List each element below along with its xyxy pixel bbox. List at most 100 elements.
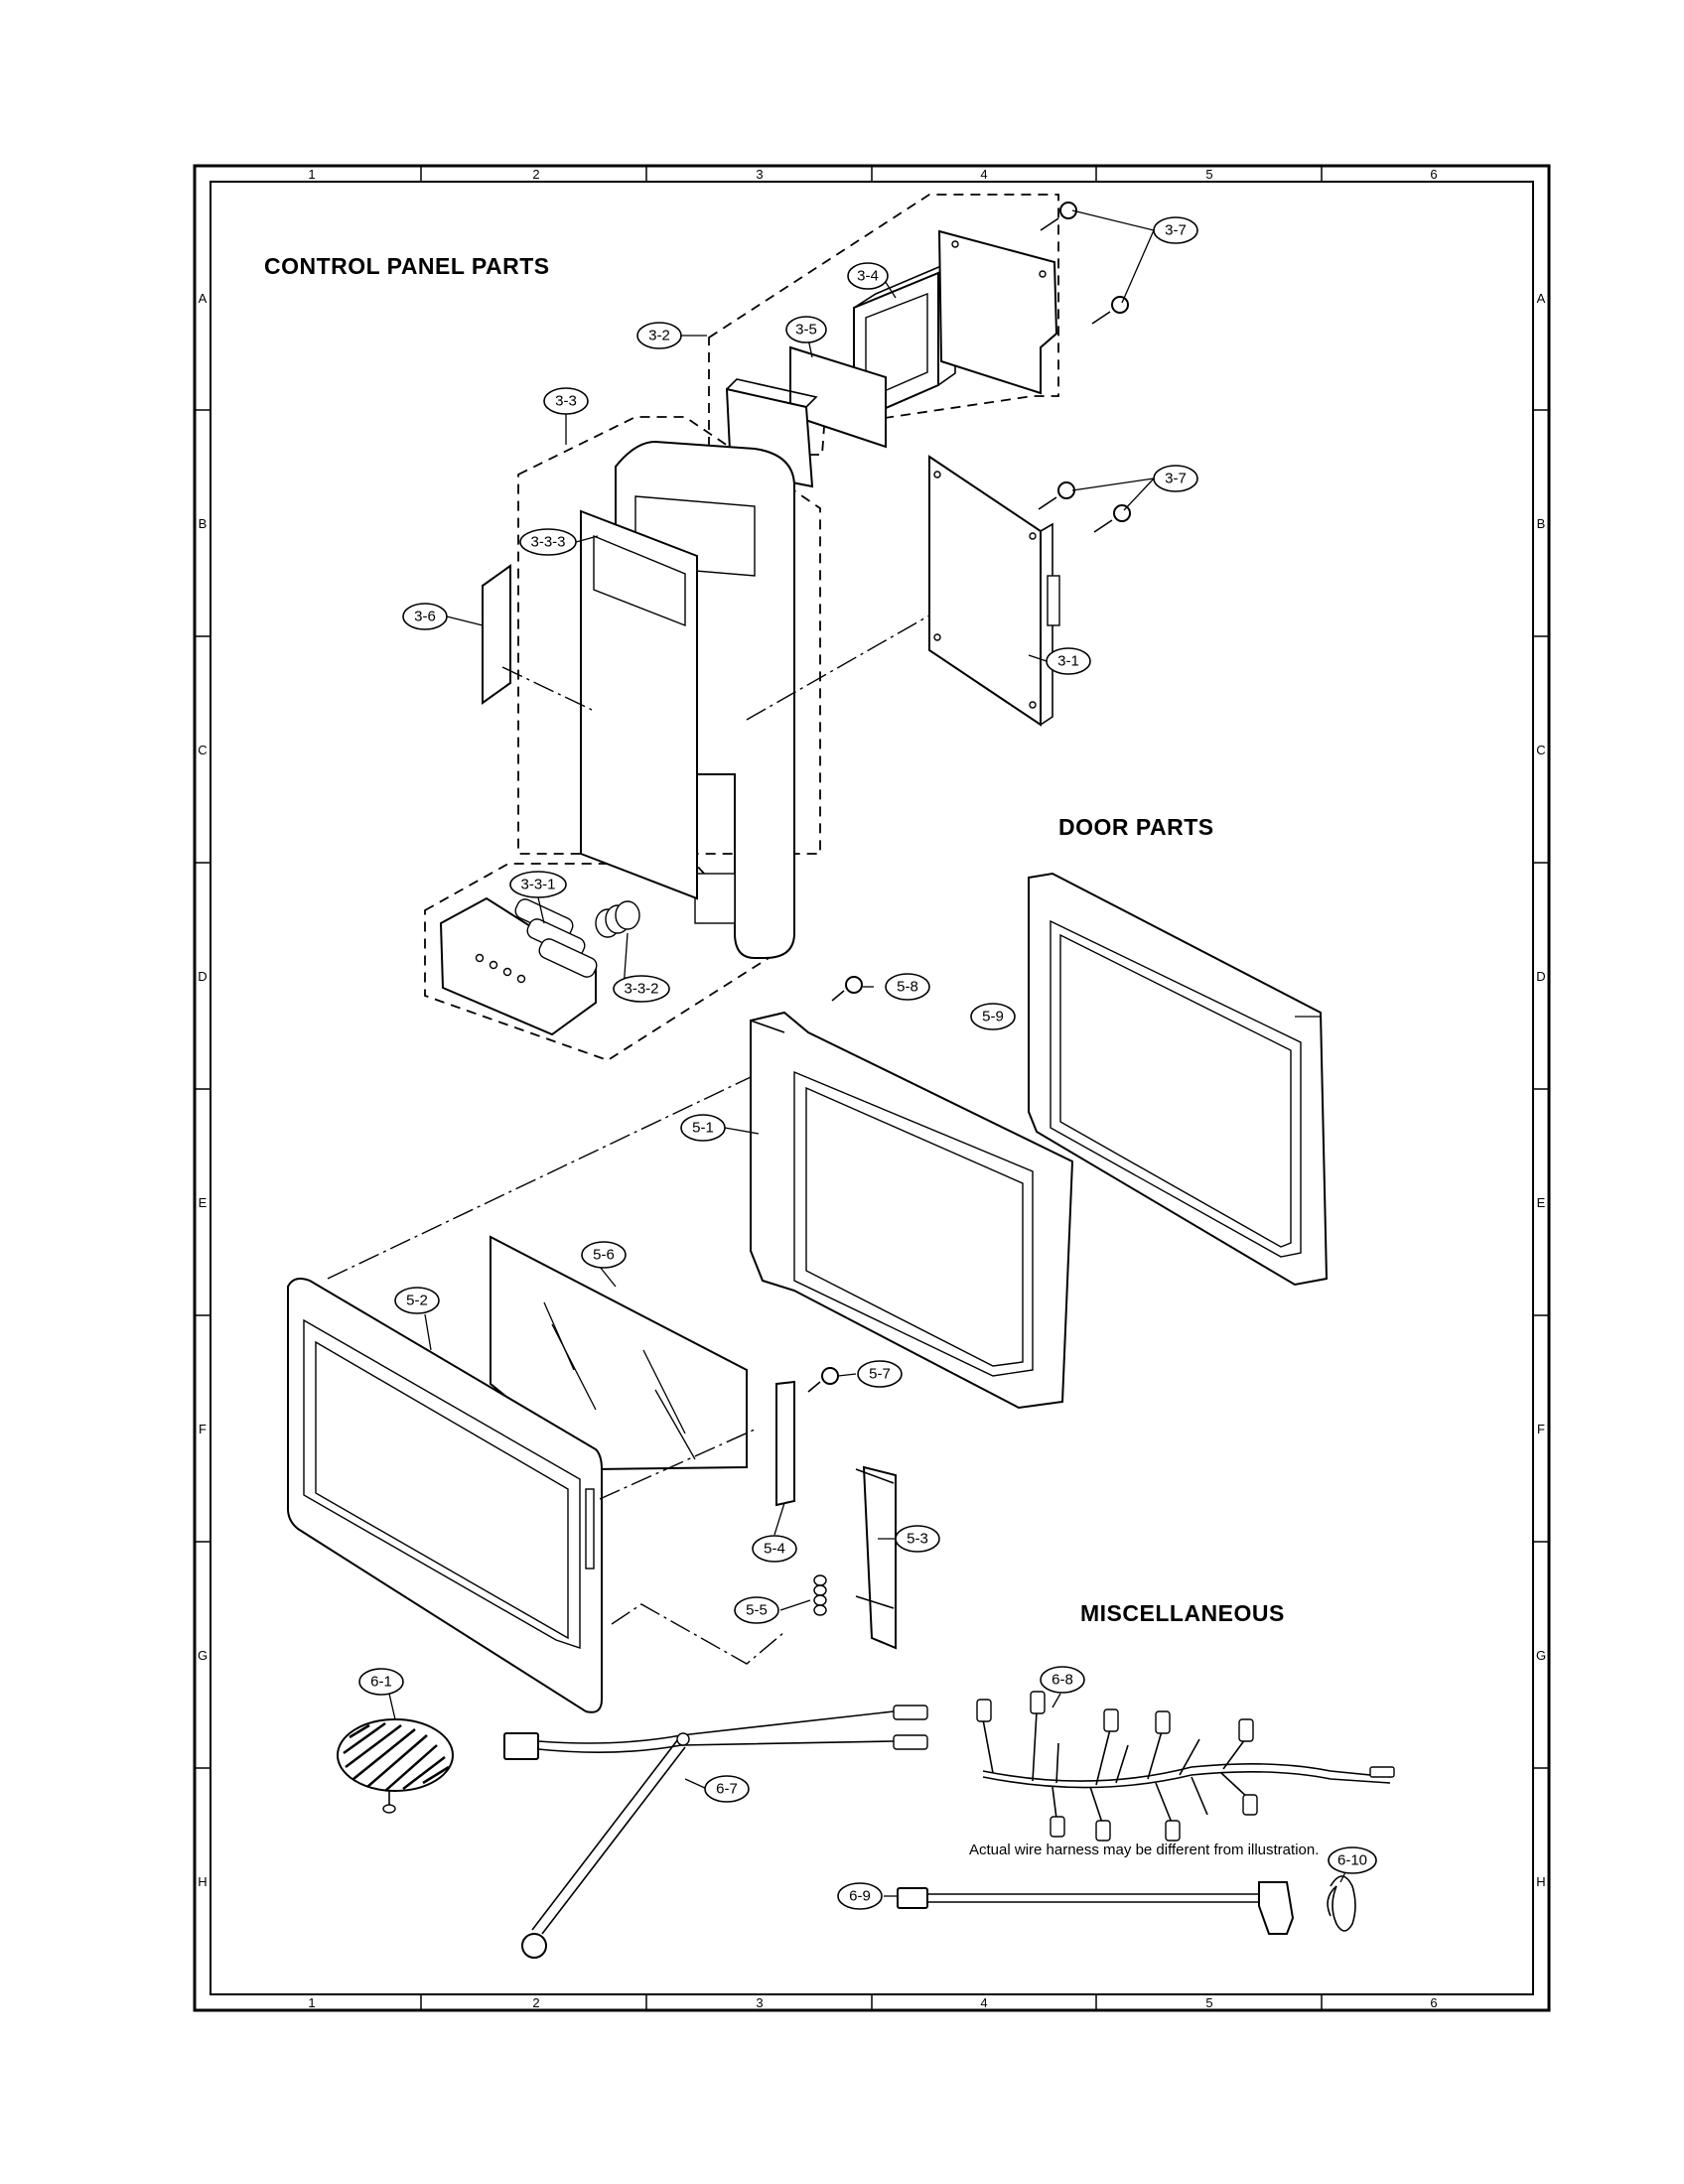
zone-row-d-left: D: [198, 969, 207, 984]
zone-row-b-right: B: [1537, 516, 1546, 531]
screw-3-7-a: [1040, 202, 1077, 231]
callout-6-10: 6-10: [1328, 1846, 1377, 1874]
part-3-1-control-board: [928, 455, 1060, 727]
zone-row-c-right: C: [1536, 743, 1545, 757]
zone-row-f-right: F: [1537, 1422, 1545, 1436]
callout-3-4: 3-4: [847, 262, 889, 290]
zone-col-1-bottom: 1: [308, 1995, 315, 2010]
zone-row-f-left: F: [199, 1422, 207, 1436]
svg-text:5-4: 5-4: [764, 1541, 785, 1558]
callout-3-5: 3-5: [785, 316, 827, 343]
drawing-frame: [193, 164, 1551, 2012]
callout-3-7-top: 3-7: [1153, 216, 1198, 244]
zone-col-5-top: 5: [1205, 167, 1212, 182]
zone-col-2-top: 2: [532, 167, 539, 182]
zone-col-1-top: 1: [308, 167, 315, 182]
part-6-10-clip: [1327, 1875, 1356, 1932]
part-5-3-latch-hook: [855, 1465, 897, 1650]
zone-row-g-left: G: [198, 1648, 208, 1663]
part-5-4-latch-plate: [775, 1380, 795, 1507]
harness-disclaimer: Actual wire harness may be different fro…: [969, 1842, 1319, 1858]
callout-6-9: 6-9: [837, 1882, 883, 1910]
zone-col-6-bottom: 6: [1430, 1995, 1437, 2010]
zone-row-e-right: E: [1537, 1195, 1546, 1210]
part-5-5-spring: [813, 1574, 827, 1616]
svg-text:3-4: 3-4: [857, 268, 879, 285]
zone-row-a-right: A: [1537, 291, 1546, 306]
callout-3-3: 3-3: [543, 387, 589, 415]
callout-5-4: 5-4: [752, 1535, 797, 1563]
group-outline-3-3-1: [424, 863, 778, 1061]
callout-3-2: 3-2: [636, 322, 682, 349]
callout-5-1: 5-1: [680, 1114, 726, 1142]
zone-col-4-top: 4: [980, 167, 987, 182]
center-line-door-c: [611, 1603, 785, 1665]
part-5-1-door-frame: [750, 1011, 1074, 1410]
zone-labels: 1 2 3 4 5 6 1 2 3 4 5 6 A B C D E F G H …: [198, 167, 1546, 2010]
svg-text:5-5: 5-5: [746, 1602, 768, 1619]
part-5-9-choke-cover: [1028, 872, 1329, 1287]
zone-col-4-bottom: 4: [980, 1995, 987, 2010]
svg-text:3-3: 3-3: [555, 393, 577, 410]
callout-5-5: 5-5: [734, 1596, 779, 1624]
svg-text:3-6: 3-6: [414, 609, 436, 625]
svg-text:3-5: 3-5: [795, 322, 817, 339]
screw-5-7: [807, 1367, 839, 1393]
part-6-9-cable: [897, 1881, 1295, 1935]
callout-3-3-1: 3-3-1: [509, 871, 567, 898]
zone-row-h-left: H: [198, 1874, 207, 1889]
zone-col-3-bottom: 3: [756, 1995, 763, 2010]
heading-control-panel-parts: CONTROL PANEL PARTS: [264, 253, 550, 279]
callout-5-3: 5-3: [895, 1525, 940, 1553]
zone-col-5-bottom: 5: [1205, 1995, 1212, 2010]
svg-text:6-10: 6-10: [1337, 1852, 1367, 1869]
part-3-3-1-button-assembly: [439, 896, 598, 1036]
callout-5-2: 5-2: [394, 1287, 440, 1314]
callout-3-1: 3-1: [1046, 647, 1091, 675]
screw-5-8: [831, 976, 863, 1002]
svg-text:5-1: 5-1: [692, 1120, 714, 1137]
center-line-door-b: [599, 1429, 756, 1500]
svg-text:3-7: 3-7: [1165, 222, 1187, 239]
svg-text:5-6: 5-6: [593, 1247, 615, 1264]
part-3-3-3-panel-sheet: [580, 509, 698, 900]
callouts: 3-7 3-4 3-5 3-2 3-3 3-7 3-3-3 3-6 3-1 3-…: [358, 216, 1377, 1910]
part-6-1-grill: [337, 1718, 454, 1814]
callout-6-7: 6-7: [704, 1775, 750, 1803]
center-line-3-6: [501, 666, 593, 711]
part-3-5-display: [789, 345, 887, 449]
callout-3-3-2: 3-3-2: [613, 975, 670, 1003]
screw-3-7-d: [1093, 504, 1131, 533]
zone-row-h-right: H: [1536, 1874, 1545, 1889]
part-5-2-door-outer: [287, 1278, 603, 1713]
callout-3-7-bottom: 3-7: [1153, 465, 1198, 492]
zone-row-d-right: D: [1536, 969, 1545, 984]
part-3-6-label: [482, 564, 511, 705]
callout-5-8: 5-8: [885, 973, 930, 1001]
zone-row-a-left: A: [199, 291, 208, 306]
zone-col-6-top: 6: [1430, 167, 1437, 182]
callout-5-9: 5-9: [970, 1003, 1016, 1030]
svg-text:3-1: 3-1: [1057, 653, 1079, 670]
svg-text:5-7: 5-7: [869, 1366, 891, 1383]
zone-row-b-left: B: [199, 516, 208, 531]
svg-text:6-8: 6-8: [1052, 1672, 1073, 1689]
svg-text:5-8: 5-8: [897, 979, 918, 996]
zone-col-2-bottom: 2: [532, 1995, 539, 2010]
svg-text:5-3: 5-3: [907, 1531, 928, 1548]
center-line-3-1: [746, 614, 930, 721]
svg-text:6-7: 6-7: [716, 1781, 738, 1798]
callout-3-3-3: 3-3-3: [519, 528, 577, 556]
part-6-8-wire-harness: [976, 1691, 1395, 1842]
screw-3-7-b: [1091, 296, 1129, 325]
callout-3-6: 3-6: [402, 603, 448, 630]
svg-text:3-3-1: 3-3-1: [520, 877, 555, 893]
svg-text:3-3-2: 3-3-2: [624, 981, 658, 998]
screw-3-7-c: [1038, 481, 1075, 510]
svg-text:6-1: 6-1: [370, 1674, 392, 1691]
zone-row-c-left: C: [198, 743, 207, 757]
callout-5-6: 5-6: [581, 1241, 627, 1269]
heading-door-parts: DOOR PARTS: [1058, 814, 1214, 840]
part-3-4-board: [937, 229, 1058, 395]
